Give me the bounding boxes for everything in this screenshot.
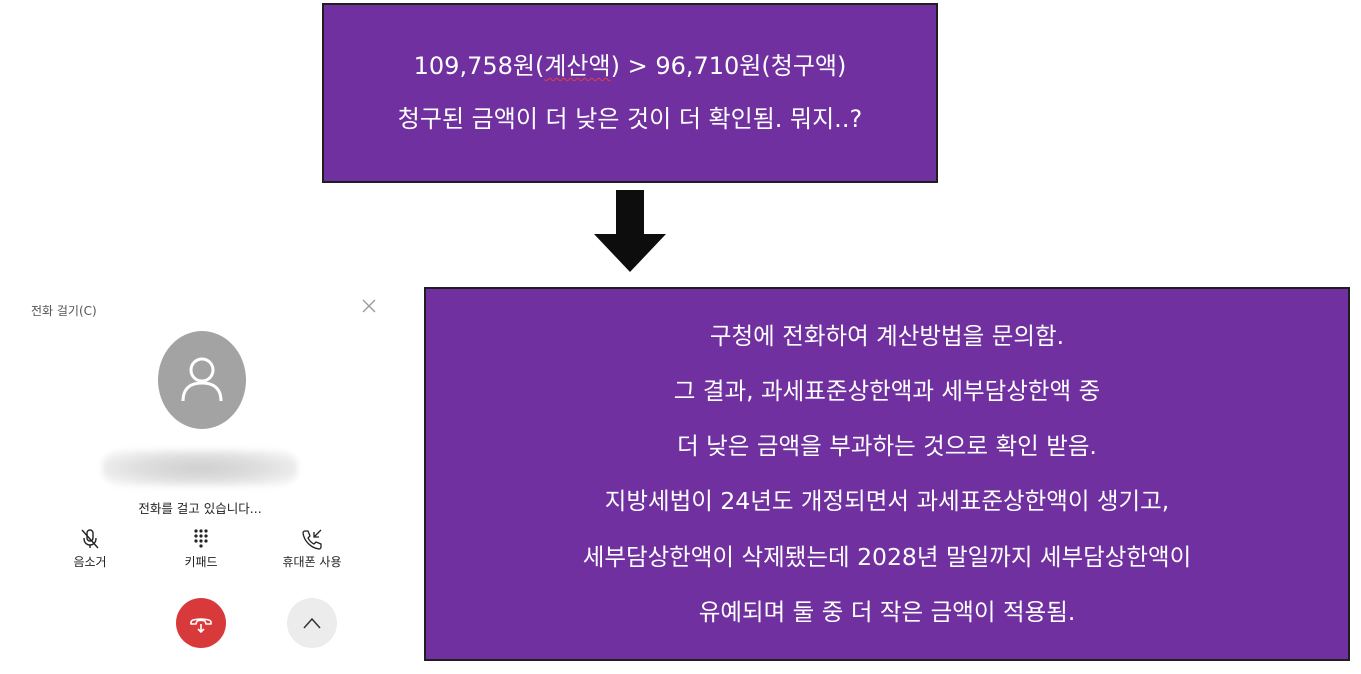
keypad-button[interactable]: 키패드 xyxy=(156,528,246,570)
call-window-title: 전화 걸기(C) xyxy=(31,304,97,318)
explanation-line: 더 낮은 금액을 부과하는 것으로 확인 받음. xyxy=(677,432,1097,461)
explanation-line: 지방세법이 24년도 개정되면서 과세표준상한액이 생기고, xyxy=(604,487,1170,516)
call-status-text: 전화를 걸고 있습니다... xyxy=(138,501,262,516)
explanation-box: 구청에 전화하여 계산방법을 문의함. 그 결과, 과세표준상한액과 세부담상한… xyxy=(424,287,1350,661)
mute-button[interactable]: 음소거 xyxy=(45,528,135,570)
explanation-line: 구청에 전화하여 계산방법을 문의함. xyxy=(709,321,1065,350)
contact-name-blurred xyxy=(102,450,298,486)
person-icon xyxy=(181,357,223,402)
use-phone-button[interactable]: 휴대폰 사용 xyxy=(267,528,357,570)
amount-text: 109,758원( xyxy=(413,51,545,80)
amount-text-tail: ) > 96,710원(청구액) xyxy=(610,51,847,80)
expand-button[interactable] xyxy=(287,598,337,648)
mute-label: 음소거 xyxy=(73,555,107,569)
keypad-icon xyxy=(194,529,208,548)
microphone-off-icon xyxy=(81,529,99,549)
use-phone-label: 휴대폰 사용 xyxy=(282,555,342,569)
explanation-line: 그 결과, 과세표준상한액과 세부담상한액 중 xyxy=(673,377,1101,406)
close-icon[interactable] xyxy=(360,297,378,315)
summary-line-1: 109,758원(계산액) > 96,710원(청구액) xyxy=(334,52,926,81)
spellcheck-underlined-word: 계산액 xyxy=(544,51,611,80)
summary-box-top: 109,758원(계산액) > 96,710원(청구액) 청구된 금액이 더 낮… xyxy=(322,3,938,183)
summary-line-2: 청구된 금액이 더 낮은 것이 더 확인됨. 뭐지..? xyxy=(397,105,863,134)
phone-transfer-icon xyxy=(302,529,322,550)
explanation-line: 유예되며 둘 중 더 작은 금액이 적용됨. xyxy=(698,597,1076,626)
down-arrow-icon xyxy=(594,190,666,272)
keypad-label: 키패드 xyxy=(184,555,218,569)
call-window: 전화 걸기(C) 전화를 걸고 있습니다... 음소거 xyxy=(0,288,400,674)
hangup-button[interactable] xyxy=(176,598,226,648)
chevron-up-icon xyxy=(303,617,321,629)
explanation-line: 세부담상한액이 삭제됐는데 2028년 말일까지 세부담상한액이 xyxy=(582,542,1192,571)
hangup-icon xyxy=(190,618,212,634)
avatar xyxy=(158,331,246,429)
